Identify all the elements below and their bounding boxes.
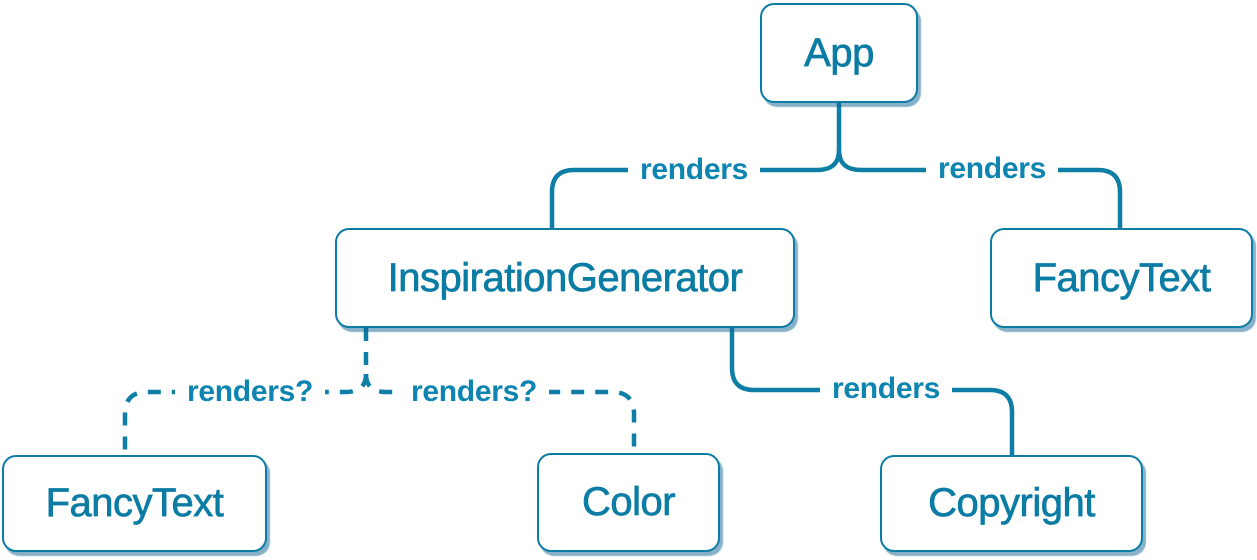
node-app: App [760,3,918,103]
node-copyright: Copyright [880,455,1143,552]
edge-app-fancytext [836,149,1123,228]
edge-label-renders-copyright: renders [820,371,952,407]
edge-label-renders-maybe-left: renders? [175,374,325,410]
node-app-label: App [804,30,875,75]
edge-inspirationgenerator-fancytext [122,373,369,455]
node-color: Color [537,453,720,552]
node-fancy-text-top-label: FancyText [1032,255,1211,300]
node-color-label: Color [581,480,676,525]
node-fancy-text-bottom-label: FancyText [45,481,224,526]
edge-inspirationgenerator-color [363,373,637,453]
edge-label-renders-left: renders [628,152,760,188]
node-copyright-label: Copyright [928,481,1096,526]
node-fancy-text-top: FancyText [990,228,1253,328]
edge-label-renders-maybe-right: renders? [399,374,549,410]
node-inspiration-generator-label: InspirationGenerator [387,255,743,300]
node-inspiration-generator: InspirationGenerator [335,228,795,328]
node-fancy-text-bottom: FancyText [2,455,267,552]
edge-label-renders-right: renders [926,151,1058,187]
